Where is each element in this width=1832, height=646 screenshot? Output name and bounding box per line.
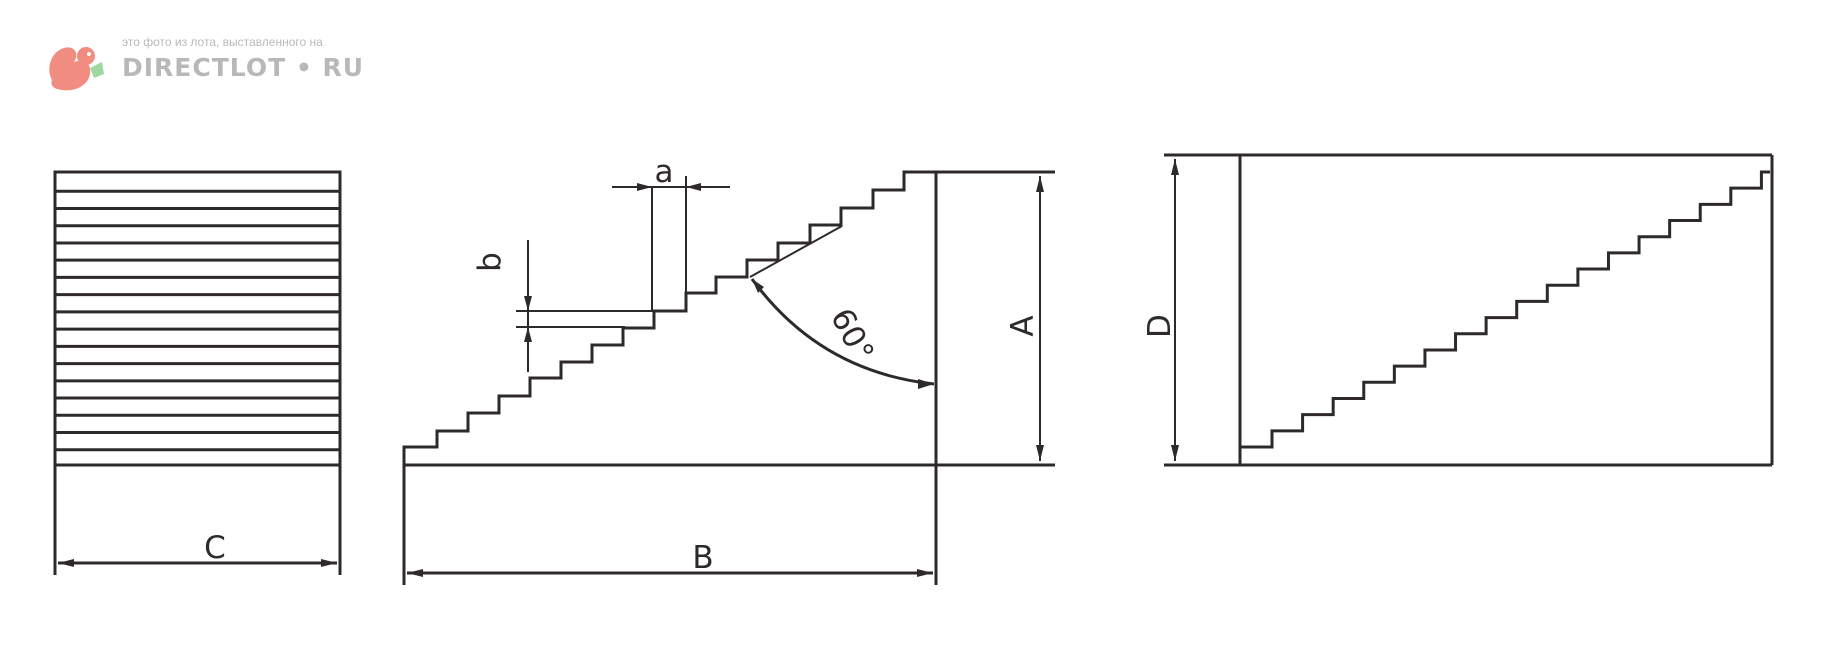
label-b-width: B: [692, 540, 713, 576]
squirrel-logo-icon: [44, 40, 112, 99]
long-view: D: [1142, 153, 1774, 467]
watermark-brand: DIRECTLOT • RU: [122, 53, 365, 82]
label-d: D: [1142, 314, 1178, 338]
watermark-caption: это фото из лота, выставленного на: [122, 35, 323, 49]
side-view: a b 60° A B: [402, 154, 1055, 585]
label-b: b: [472, 252, 508, 272]
front-view: C: [53, 170, 342, 575]
label-a-height: A: [1005, 315, 1041, 336]
arrow-left: [58, 559, 74, 567]
arrow-right: [321, 559, 337, 567]
angle-arc: [750, 278, 935, 386]
label-angle: 60°: [823, 303, 881, 368]
label-a: a: [655, 154, 674, 190]
label-c: C: [204, 530, 226, 566]
stair-profile-long: [1240, 170, 1770, 449]
tread-lines: [55, 189, 340, 452]
